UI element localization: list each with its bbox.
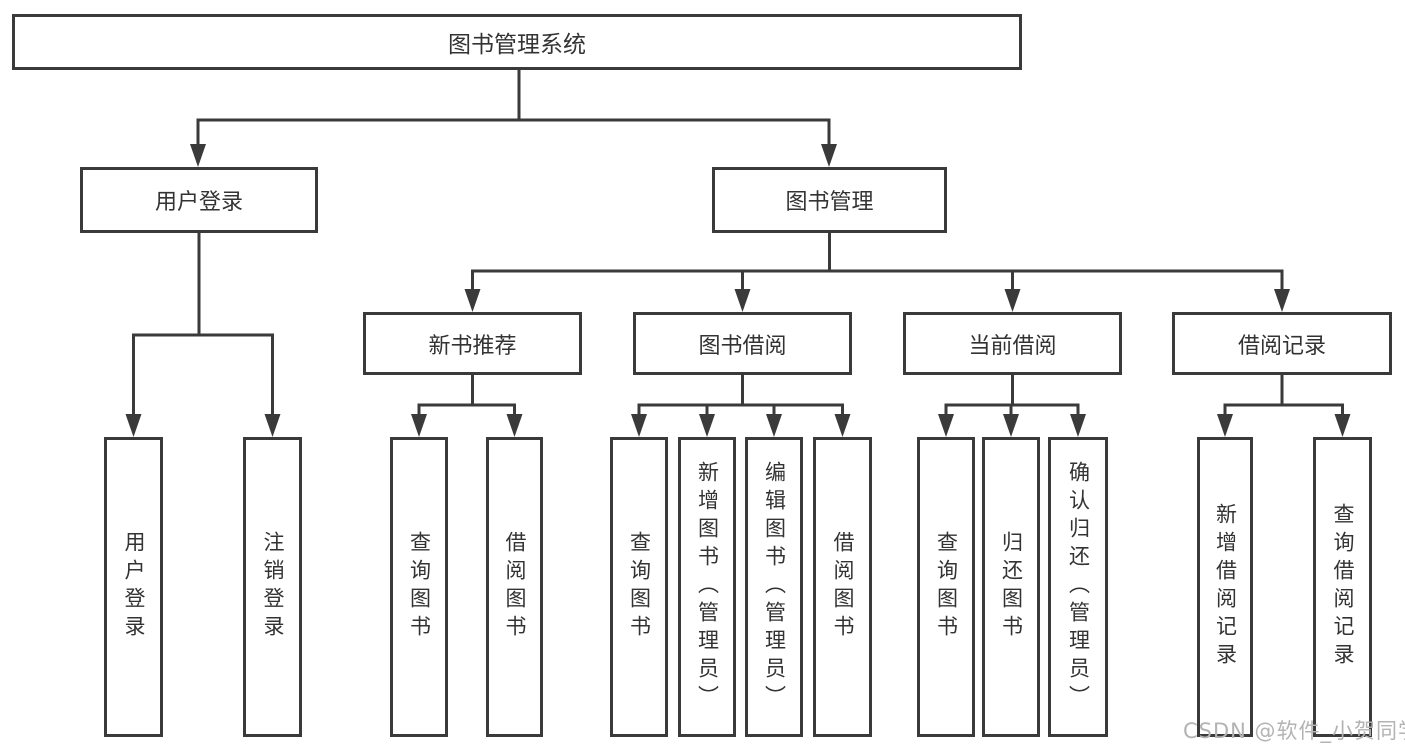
leaf-label: 确认归还（管理员） bbox=[1066, 461, 1091, 713]
leaf-user-login: 用户登录 bbox=[104, 437, 163, 737]
arrowhead-icon bbox=[631, 414, 647, 437]
csdn-watermark: CSDN @软件_小贺同学 bbox=[1183, 719, 1405, 743]
leaf-label: 借阅图书 bbox=[831, 531, 855, 643]
arrowhead-icon bbox=[1003, 414, 1019, 437]
node-borrow-records: 借阅记录 bbox=[1172, 312, 1392, 375]
leaf-query-books-borrowing: 查询图书 bbox=[610, 437, 668, 737]
node-new-book-recommend: 新书推荐 bbox=[363, 312, 582, 375]
arrowhead-icon bbox=[821, 144, 837, 167]
arrowhead-icon bbox=[699, 414, 715, 437]
leaf-label: 编辑图书（管理员） bbox=[762, 461, 787, 713]
leaf-label: 用户登录 bbox=[122, 531, 146, 643]
leaf-return-books: 归还图书 bbox=[982, 437, 1040, 737]
arrowhead-icon bbox=[190, 144, 206, 167]
leaf-logout: 注销登录 bbox=[243, 437, 302, 737]
arrowhead-icon bbox=[1274, 289, 1290, 312]
leaf-label: 新增图书（管理员） bbox=[695, 461, 720, 713]
leaf-query-books-current: 查询图书 bbox=[917, 437, 975, 737]
node-user-login-branch: 用户登录 bbox=[80, 167, 318, 233]
leaf-borrow-books-recommend: 借阅图书 bbox=[486, 437, 543, 737]
node-current-borrowing: 当前借阅 bbox=[903, 312, 1122, 375]
leaf-confirm-return-admin: 确认归还（管理员） bbox=[1048, 437, 1108, 737]
arrowhead-icon bbox=[938, 414, 954, 437]
leaf-add-books-admin: 新增图书（管理员） bbox=[678, 437, 736, 737]
leaf-label: 借阅图书 bbox=[503, 531, 527, 643]
node-book-management-branch: 图书管理 bbox=[712, 167, 947, 233]
arrowhead-icon bbox=[411, 414, 427, 437]
arrowhead-icon bbox=[1004, 289, 1021, 312]
leaf-borrow-books: 借阅图书 bbox=[813, 437, 872, 737]
leaf-query-borrow-record: 查询借阅记录 bbox=[1313, 437, 1372, 737]
leaf-label: 注销登录 bbox=[261, 531, 285, 643]
arrowhead-icon bbox=[766, 414, 782, 437]
leaf-label: 新增借阅记录 bbox=[1213, 503, 1238, 671]
leaf-edit-books-admin: 编辑图书（管理员） bbox=[745, 437, 803, 737]
leaf-label: 查询图书 bbox=[934, 531, 959, 643]
arrowhead-icon bbox=[834, 414, 851, 437]
arrowhead-icon bbox=[464, 289, 481, 312]
arrowhead-icon bbox=[125, 414, 142, 437]
leaf-label: 查询图书 bbox=[627, 531, 652, 643]
node-book-borrowing: 图书借阅 bbox=[633, 312, 852, 375]
leaf-add-borrow-record: 新增借阅记录 bbox=[1197, 437, 1253, 737]
arrowhead-icon bbox=[1217, 414, 1233, 437]
leaf-query-books-recommend: 查询图书 bbox=[390, 437, 448, 737]
arrowhead-icon bbox=[734, 289, 751, 312]
leaf-label: 查询图书 bbox=[407, 531, 432, 643]
arrowhead-icon bbox=[264, 414, 281, 437]
arrowhead-icon bbox=[506, 414, 523, 437]
arrowhead-icon bbox=[1070, 414, 1086, 437]
leaf-label: 查询借阅记录 bbox=[1331, 503, 1355, 671]
leaf-label: 归还图书 bbox=[999, 531, 1024, 643]
arrowhead-icon bbox=[1334, 414, 1351, 437]
node-system-root: 图书管理系统 bbox=[12, 14, 1022, 70]
